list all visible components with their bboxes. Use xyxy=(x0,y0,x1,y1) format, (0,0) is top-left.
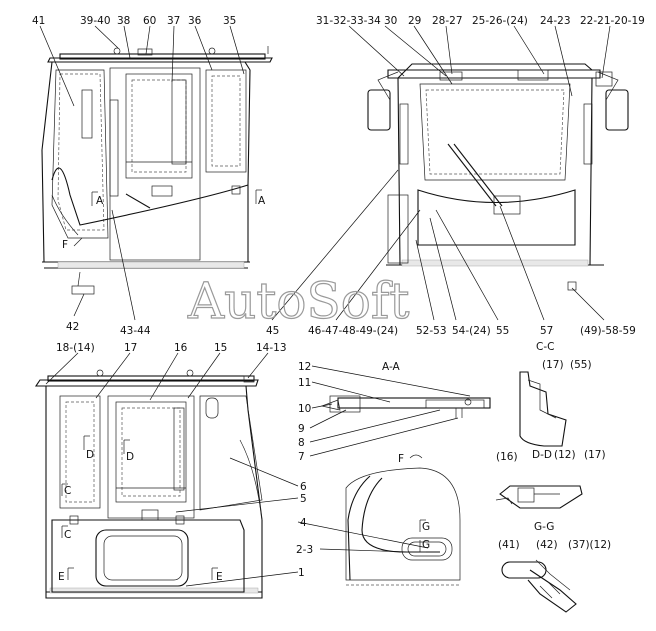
callout-label: 25-26-(24) xyxy=(472,15,528,27)
callout-label: (55) xyxy=(570,359,592,371)
callout-label: 42 xyxy=(66,321,79,333)
callout-label: 46-47-48-49-(24) xyxy=(308,325,398,337)
callout-label: 54-(24) xyxy=(452,325,491,337)
section-dd-view xyxy=(495,485,583,509)
callout-label: 11 xyxy=(298,377,311,389)
callout-label: 41 xyxy=(32,15,45,27)
callout-label: (16) xyxy=(496,451,518,463)
callout-label: 28-27 xyxy=(432,15,463,27)
callout-label: 52-53 xyxy=(416,325,447,337)
watermark-text: AutoSoft xyxy=(187,272,409,330)
section-marker: E xyxy=(58,571,65,583)
callout-label: 2-3 xyxy=(296,544,313,556)
callout-label: 5 xyxy=(300,493,307,505)
callout-label: 35 xyxy=(223,15,236,27)
callout-label: 16 xyxy=(174,342,188,354)
detail-f-view xyxy=(345,454,461,586)
section-marker: E xyxy=(216,571,223,583)
callout-label: 4 xyxy=(300,517,307,529)
cab-side-view-bottom-left xyxy=(34,369,263,599)
cab-side-view-top-left xyxy=(41,46,273,295)
callout-label: 24-23 xyxy=(540,15,571,27)
cab-front-view-top-right xyxy=(367,63,629,291)
callout-label: 1 xyxy=(298,567,305,579)
callout-label: 7 xyxy=(298,451,305,463)
callout-label: 8 xyxy=(298,437,305,449)
callout-label: (37)(12) xyxy=(568,539,611,551)
section-title: D-D xyxy=(532,449,552,461)
section-marker: G xyxy=(422,539,430,551)
callout-label: (42) xyxy=(536,539,558,551)
callout-label: 45 xyxy=(266,325,279,337)
callout-label: (41) xyxy=(498,539,520,551)
section-marker: D xyxy=(86,449,94,461)
callout-label: 29 xyxy=(408,15,421,27)
callout-label: 39-40 xyxy=(80,15,111,27)
section-cc-view xyxy=(519,371,567,447)
section-gg-view xyxy=(501,559,577,613)
callout-label: 57 xyxy=(540,325,553,337)
callout-label: 30 xyxy=(384,15,397,27)
section-title: C-C xyxy=(536,341,554,353)
section-title: F xyxy=(398,453,404,465)
section-marker: A xyxy=(96,195,104,207)
section-title: A-A xyxy=(382,361,401,373)
section-marker: G xyxy=(422,521,430,533)
detail-marker: F xyxy=(62,239,68,251)
callout-label: 31-32-33-34 xyxy=(316,15,381,27)
callout-label: 14-13 xyxy=(256,342,287,354)
callout-label: (49)-58-59 xyxy=(580,325,636,337)
section-marker: C xyxy=(64,529,71,541)
callout-label: 60 xyxy=(143,15,156,27)
leader-lines xyxy=(39,25,611,587)
callout-label: 10 xyxy=(298,403,311,415)
callout-label: (12) xyxy=(554,449,576,461)
callout-label: 36 xyxy=(188,15,202,27)
section-marker: C xyxy=(64,485,71,497)
callout-labels: 41 39-40 38 60 37 36 35 A A F 42 43-44 3… xyxy=(32,15,645,583)
section-aa-view xyxy=(320,395,491,418)
callout-label: 6 xyxy=(300,481,307,493)
callout-label: (17) xyxy=(542,359,564,371)
callout-label: 22-21-20-19 xyxy=(580,15,645,27)
section-marker: D xyxy=(126,451,134,463)
section-marker: A xyxy=(258,195,266,207)
callout-label: 17 xyxy=(124,342,137,354)
callout-label: 15 xyxy=(214,342,227,354)
callout-label: 37 xyxy=(167,15,180,27)
callout-label: 38 xyxy=(117,15,130,27)
callout-label: 18-(14) xyxy=(56,342,95,354)
callout-label: 43-44 xyxy=(120,325,151,337)
callout-label: 9 xyxy=(298,423,305,435)
section-title: G-G xyxy=(534,521,554,533)
callout-label: 55 xyxy=(496,325,509,337)
callout-label: (17) xyxy=(584,449,606,461)
callout-label: 12 xyxy=(298,361,311,373)
